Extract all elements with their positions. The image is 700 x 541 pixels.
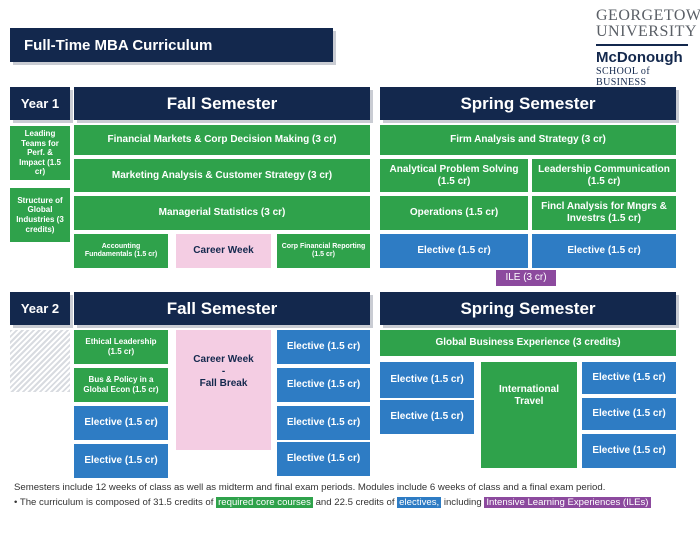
course-analytical-problem-solving: Analytical Problem Solving (1.5 cr) (380, 159, 528, 192)
course-structure-global-industries: Structure of Global Industries (3 credit… (10, 188, 70, 242)
year2-label: Year 2 (10, 292, 70, 325)
elective-y2-spring-e: Elective (1.5 cr) (582, 434, 676, 468)
logo-divider (596, 44, 688, 46)
course-global-business-experience: Global Business Experience (3 credits) (380, 330, 676, 356)
year2-spring-header: Spring Semester (380, 292, 676, 325)
course-bus-policy: Bus & Policy in a Global Econ (1.5 cr) (74, 368, 168, 402)
course-corp-financial-reporting: Corp Financial Reporting (1.5 cr) (277, 234, 370, 268)
course-marketing-analysis: Marketing Analysis & Customer Strategy (… (74, 159, 370, 192)
course-managerial-statistics: Managerial Statistics (3 cr) (74, 196, 370, 230)
career-week: Career Week (176, 234, 271, 268)
career-week-line2: - (221, 366, 226, 377)
footer-semesters-note: Semesters include 12 weeks of class as w… (14, 482, 606, 493)
footer-text-2: and 22.5 credits of (315, 497, 395, 508)
elective-y1-spring-2: Elective (1.5 cr) (532, 234, 676, 268)
legend-ile: Intensive Learning Experiences (ILEs) (484, 497, 651, 508)
elective-y2-fall-b: Elective (1.5 cr) (74, 444, 168, 478)
elective-y2-spring-c: Elective (1.5 cr) (582, 362, 676, 394)
footer-text-3: including (443, 497, 482, 508)
elective-y2-spring-a: Elective (1.5 cr) (380, 362, 474, 398)
legend-core-courses: required core courses (216, 497, 313, 508)
elective-y2-fall-e: Elective (1.5 cr) (277, 406, 370, 440)
elective-y2-fall-c: Elective (1.5 cr) (277, 330, 370, 364)
elective-y2-fall-f: Elective (1.5 cr) (277, 442, 370, 476)
course-accounting-fundamentals: Accounting Fundamentals (1.5 cr) (74, 234, 168, 268)
course-leading-teams: Leading Teams for Perf. & Impact (1.5 cr… (10, 126, 70, 180)
course-ethical-leadership: Ethical Leadership (1.5 cr) (74, 330, 168, 364)
logo-mcdonough: McDonough (596, 49, 683, 66)
footer-credits-note: • The curriculum is composed of 31.5 cre… (14, 497, 694, 508)
footer-bullet: • (14, 497, 18, 508)
career-week-fall-break: Career Week - Fall Break (176, 330, 271, 450)
elective-y2-spring-b: Elective (1.5 cr) (380, 400, 474, 434)
course-financial-markets: Financial Markets & Corp Decision Making… (74, 125, 370, 155)
page-title: Full-Time MBA Curriculum (10, 28, 333, 62)
logo: GEORGETOWN UNIVERSITY McDonough SCHOOL o… (596, 7, 700, 88)
career-week-line1: Career Week (193, 354, 254, 365)
course-leadership-communication: Leadership Communication (1.5 cr) (532, 159, 676, 192)
course-operations: Operations (1.5 cr) (380, 196, 528, 230)
elective-y2-fall-d: Elective (1.5 cr) (277, 368, 370, 402)
career-week-line3: Fall Break (199, 378, 248, 389)
year1-label: Year 1 (10, 87, 70, 120)
international-travel: International Travel (481, 362, 577, 468)
logo-georgetown: GEORGETOWN (596, 7, 700, 24)
logo-school: SCHOOL of BUSINESS (596, 66, 651, 88)
year1-fall-header: Fall Semester (74, 87, 370, 120)
year1-spring-header: Spring Semester (380, 87, 676, 120)
elective-y1-spring-1: Elective (1.5 cr) (380, 234, 528, 268)
logo-university: UNIVERSITY (596, 23, 697, 40)
legend-electives: electives, (397, 497, 442, 508)
elective-y2-spring-d: Elective (1.5 cr) (582, 398, 676, 430)
course-firm-analysis: Firm Analysis and Strategy (3 cr) (380, 125, 676, 155)
footer-text-1: The curriculum is composed of 31.5 credi… (19, 497, 214, 508)
course-financial-analysis: Fincl Analysis for Mngrs & Investrs (1.5… (532, 196, 676, 230)
elective-y2-fall-a: Elective (1.5 cr) (74, 406, 168, 440)
ile-badge: ILE (3 cr) (496, 270, 556, 286)
hatched-placeholder (10, 330, 70, 392)
year2-fall-header: Fall Semester (74, 292, 370, 325)
